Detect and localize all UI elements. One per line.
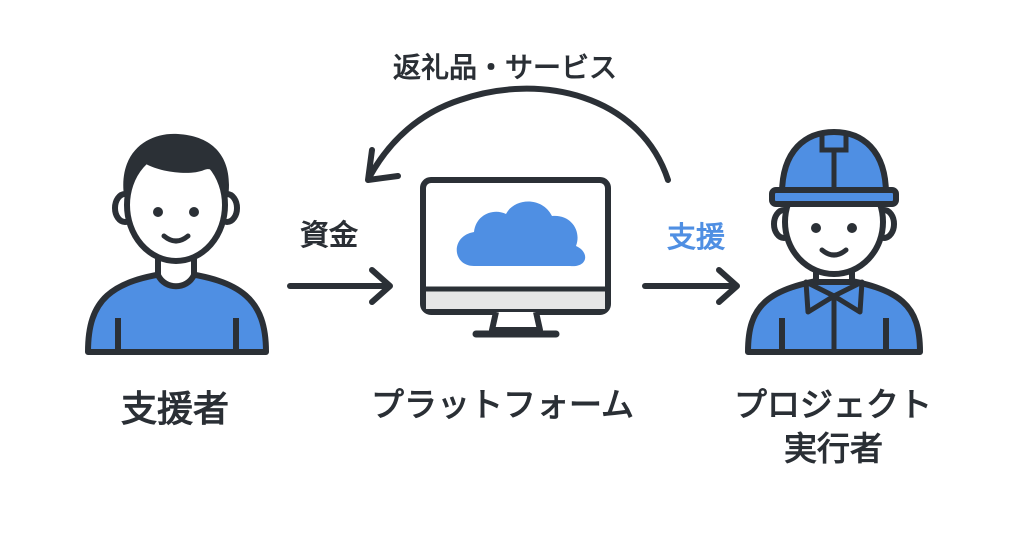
executor-label-line2: 実行者 (784, 429, 883, 468)
support-arrow-head (716, 267, 740, 305)
supporter-person-icon (85, 133, 269, 355)
cloud-icon (456, 201, 586, 267)
supporter-label: 支援者 (121, 389, 230, 430)
return-arrow-label: 返礼品・サービス (393, 51, 618, 84)
worker-person-icon (745, 129, 923, 355)
return-arrow-head (365, 147, 401, 183)
support-arrow-label: 支援 (667, 220, 726, 254)
executor-label-line1: プロジェクト (734, 385, 932, 424)
platform-label: プラットフォーム (371, 385, 635, 424)
return-arrow (367, 85, 671, 183)
funds-arrow-label: 資金 (300, 218, 359, 252)
funds-arrow-head (369, 267, 393, 305)
